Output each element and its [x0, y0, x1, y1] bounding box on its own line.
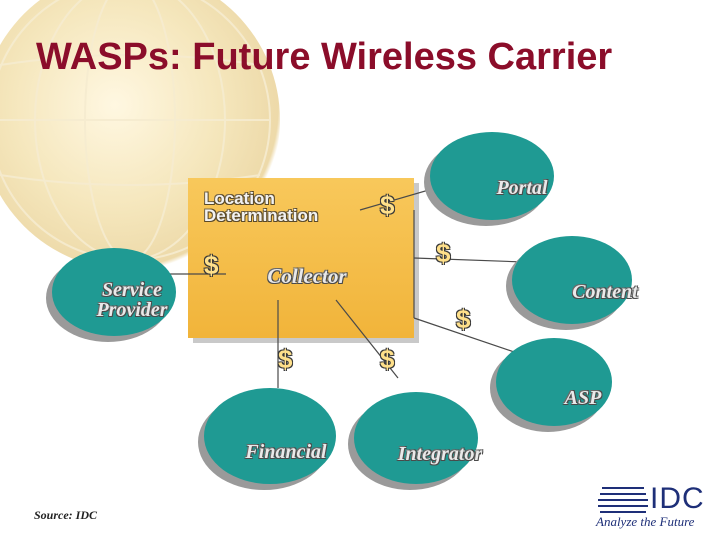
- line-to-content: [414, 258, 524, 262]
- service-provider-line1: Service: [80, 280, 184, 300]
- logo-tagline: Analyze the Future: [596, 514, 694, 530]
- node-label-integrator: Integrator: [380, 444, 500, 464]
- dollar-integrator: $: [380, 344, 394, 375]
- node-integrator: [348, 392, 478, 490]
- location-label: Location: [204, 190, 318, 207]
- dollar-content: $: [436, 238, 450, 269]
- service-provider-line2: Provider: [80, 300, 184, 320]
- location-determination-label: Location Determination: [204, 190, 318, 224]
- dollar-service-provider: $: [204, 250, 218, 281]
- dollar-portal: $: [380, 190, 394, 221]
- dollar-asp: $: [456, 304, 470, 335]
- collector-label: Collector: [252, 266, 362, 286]
- node-label-asp: ASP: [548, 388, 618, 408]
- node-label-content: Content: [550, 282, 660, 302]
- node-financial: [198, 388, 336, 490]
- node-asp: [490, 338, 612, 432]
- logo-name: IDC: [650, 482, 705, 516]
- node-label-financial: Financial: [226, 442, 346, 462]
- determination-label: Determination: [204, 207, 318, 224]
- node-label-service-provider: Service Provider: [80, 280, 184, 320]
- dollar-financial: $: [278, 344, 292, 375]
- node-label-portal: Portal: [472, 178, 572, 198]
- source-note: Source: IDC: [34, 508, 97, 523]
